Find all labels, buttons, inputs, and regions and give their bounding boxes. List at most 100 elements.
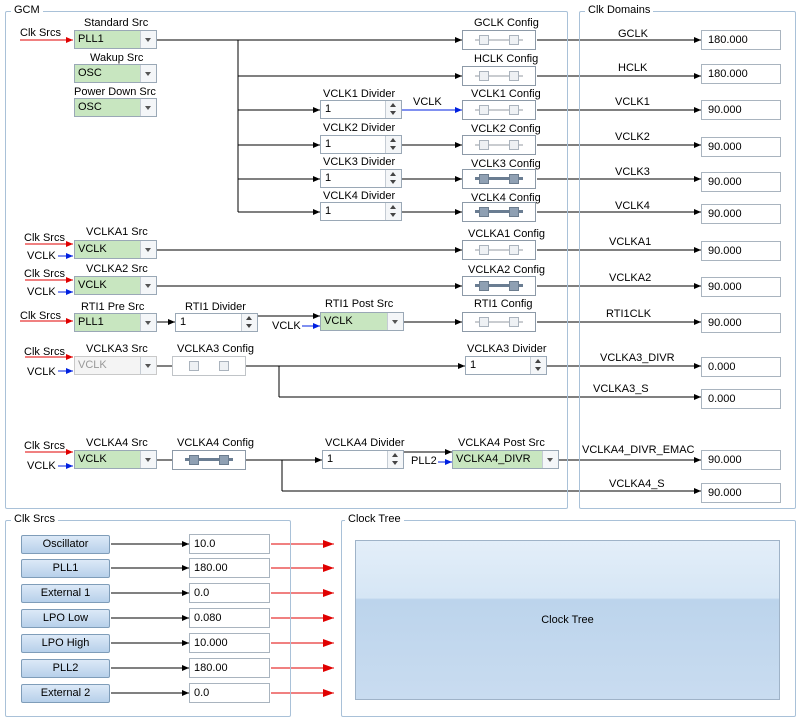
- domain-value-vclka4-s: 90.000: [701, 483, 781, 503]
- vclk4-divider-label: VCLK4 Divider: [323, 190, 396, 202]
- chevron-down-icon[interactable]: [140, 99, 156, 116]
- domain-label-vclka3-s: VCLKA3_S: [593, 383, 649, 395]
- vclk-input-label: VCLK: [27, 460, 56, 472]
- vclk4-divider-stepper[interactable]: 1: [320, 202, 402, 221]
- chevron-up-icon[interactable]: [535, 359, 541, 363]
- vclka1-src-label: VCLKA1 Src: [86, 226, 148, 238]
- vclka3-src-label: VCLKA3 Src: [86, 343, 148, 355]
- rti1-post-src-label: RTI1 Post Src: [325, 298, 394, 310]
- power-down-src-select[interactable]: OSC: [74, 98, 157, 117]
- chevron-down-icon[interactable]: [392, 461, 398, 465]
- chevron-down-icon[interactable]: [390, 180, 396, 184]
- domain-value-rti1clk: 90.000: [701, 313, 781, 333]
- vclka4-src-select[interactable]: VCLK: [74, 450, 157, 469]
- domain-label-vclk4: VCLK4: [615, 200, 650, 212]
- domain-label-vclka2: VCLKA2: [609, 272, 652, 284]
- chevron-down-icon[interactable]: [390, 146, 396, 150]
- chevron-up-icon[interactable]: [390, 138, 396, 142]
- vclk1-config-toggle[interactable]: [462, 100, 536, 120]
- vclk2-config-label: VCLK2 Config: [471, 123, 541, 135]
- domain-value-vclk2: 90.000: [701, 137, 781, 157]
- pll1-value: 180.00: [189, 558, 270, 578]
- clk-domains-title: Clk Domains: [585, 4, 654, 17]
- clk-srcs-input-label: Clk Srcs: [24, 268, 65, 280]
- gcm-title: GCM: [11, 4, 43, 17]
- chevron-down-icon[interactable]: [387, 313, 403, 330]
- pll2-button[interactable]: PLL2: [21, 659, 110, 678]
- rti1-config-toggle[interactable]: [462, 312, 536, 332]
- lpo-high-button[interactable]: LPO High: [21, 634, 110, 653]
- pll1-button[interactable]: PLL1: [21, 559, 110, 578]
- clock-tree-title: Clock Tree: [345, 513, 404, 526]
- vclk-input-label: VCLK: [27, 250, 56, 262]
- vclka1-config-toggle[interactable]: [462, 240, 536, 260]
- rti1-post-src-select[interactable]: VCLK: [320, 312, 404, 331]
- external1-button[interactable]: External 1: [21, 584, 110, 603]
- vclka4-divider-stepper[interactable]: 1: [322, 450, 404, 469]
- vclk2-divider-stepper[interactable]: 1: [320, 135, 402, 154]
- vclk1-divider-stepper[interactable]: 1: [320, 100, 402, 119]
- vclk2-config-toggle[interactable]: [462, 135, 536, 155]
- standard-src-select[interactable]: PLL1: [74, 30, 157, 49]
- domain-label-vclk2: VCLK2: [615, 131, 650, 143]
- vclka4-config-toggle[interactable]: [172, 450, 246, 470]
- chevron-down-icon[interactable]: [542, 451, 558, 468]
- chevron-down-icon[interactable]: [140, 65, 156, 82]
- vclk-rti1-label: VCLK: [272, 320, 301, 332]
- vclk3-config-toggle[interactable]: [462, 169, 536, 189]
- vclka1-config-label: VCLKA1 Config: [468, 228, 546, 240]
- chevron-up-icon[interactable]: [390, 172, 396, 176]
- vclk-input-label: VCLK: [27, 286, 56, 298]
- domain-value-vclka3-s: 0.000: [701, 389, 781, 409]
- vclka3-src-select[interactable]: VCLK: [74, 356, 157, 375]
- rti1-config-label: RTI1 Config: [474, 298, 533, 310]
- vclk4-config-toggle[interactable]: [462, 202, 536, 222]
- chevron-down-icon[interactable]: [390, 111, 396, 115]
- vclka3-config-toggle[interactable]: [172, 356, 246, 376]
- external2-button[interactable]: External 2: [21, 684, 110, 703]
- domain-value-vclk4: 90.000: [701, 204, 781, 224]
- hclk-config-toggle[interactable]: [462, 66, 536, 86]
- oscillator-value: 10.0: [189, 534, 270, 554]
- lpo-low-button[interactable]: LPO Low: [21, 609, 110, 628]
- gclk-config-toggle[interactable]: [462, 30, 536, 50]
- chevron-up-icon[interactable]: [246, 316, 252, 320]
- vclka2-config-toggle[interactable]: [462, 276, 536, 296]
- vclka2-src-select[interactable]: VCLK: [74, 276, 157, 295]
- chevron-down-icon[interactable]: [390, 213, 396, 217]
- chevron-up-icon[interactable]: [390, 103, 396, 107]
- vclka3-divider-label: VCLKA3 Divider: [467, 343, 547, 355]
- clk-srcs-input-label: Clk Srcs: [20, 27, 61, 39]
- chevron-down-icon[interactable]: [535, 367, 541, 371]
- domain-value-vclka3-divr: 0.000: [701, 357, 781, 377]
- chevron-down-icon[interactable]: [246, 324, 252, 328]
- vclk3-divider-stepper[interactable]: 1: [320, 169, 402, 188]
- wakeup-src-select[interactable]: OSC: [74, 64, 157, 83]
- chevron-down-icon[interactable]: [140, 357, 156, 374]
- chevron-up-icon[interactable]: [392, 453, 398, 457]
- vclka4-post-src-select[interactable]: VCLKA4_DIVR: [452, 450, 559, 469]
- chevron-down-icon[interactable]: [140, 277, 156, 294]
- vclka4-config-label: VCLKA4 Config: [177, 437, 255, 449]
- external2-value: 0.0: [189, 683, 270, 703]
- rti1-divider-stepper[interactable]: 1: [175, 313, 258, 332]
- clk-srcs-input-label: Clk Srcs: [20, 310, 61, 322]
- oscillator-button[interactable]: Oscillator: [21, 535, 110, 554]
- power-down-src-label: Power Down Src: [74, 86, 156, 98]
- chevron-up-icon[interactable]: [390, 205, 396, 209]
- pll2-feed-label: PLL2: [411, 455, 437, 467]
- clk-srcs-input-label: Clk Srcs: [24, 440, 65, 452]
- vclka3-divider-stepper[interactable]: 1: [465, 356, 547, 375]
- clock-tree-button[interactable]: Clock Tree: [355, 540, 780, 700]
- chevron-down-icon[interactable]: [140, 31, 156, 48]
- chevron-down-icon[interactable]: [140, 314, 156, 331]
- rti1-pre-src-select[interactable]: PLL1: [74, 313, 157, 332]
- vclk2-divider-label: VCLK2 Divider: [323, 122, 396, 134]
- vclka1-src-select[interactable]: VCLK: [74, 240, 157, 259]
- rti1-divider-label: RTI1 Divider: [185, 301, 246, 313]
- chevron-down-icon[interactable]: [140, 451, 156, 468]
- vclka4-src-label: VCLKA4 Src: [86, 437, 148, 449]
- clk-srcs-input-label: Clk Srcs: [24, 346, 65, 358]
- clk-domains-group: [579, 11, 796, 509]
- chevron-down-icon[interactable]: [140, 241, 156, 258]
